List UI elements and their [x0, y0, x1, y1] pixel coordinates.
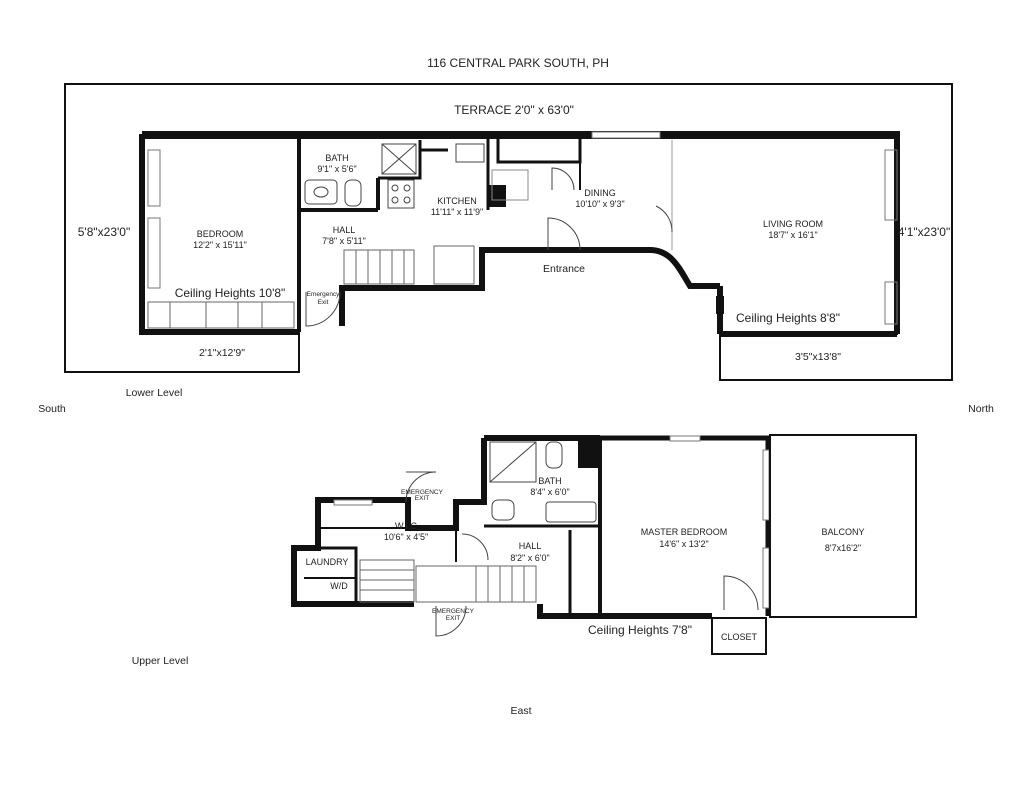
lower-stairs: [343, 245, 475, 285]
terrace-right-size: 4'1"x23'0": [898, 225, 950, 239]
upper-ceiling-height: Ceiling Heights 7'8": [588, 623, 692, 637]
wd-label: W/D: [330, 581, 348, 591]
upper-hall-name: HALL: [519, 541, 542, 551]
closet-label: CLOSET: [721, 632, 758, 642]
compass-east: East: [510, 705, 531, 717]
living-room-size: 18'7" x 16'1": [768, 230, 817, 240]
upper-emergency-exit-bottom-2: EXIT: [446, 615, 460, 622]
dining-name: DINING: [584, 188, 616, 198]
terrace-left-size: 5'8"x23'0": [78, 225, 130, 239]
lower-left-ceiling-height: Ceiling Heights 10'8": [175, 286, 286, 300]
plan-title: 116 CENTRAL PARK SOUTH, PH: [427, 56, 609, 70]
stove-icon: [387, 179, 415, 209]
dining-size: 10'10" x 9'3": [575, 199, 624, 209]
balcony-outline: [769, 434, 917, 618]
emergency-exit-door-upper-top: [405, 471, 437, 503]
shower-icon: [381, 143, 417, 175]
terrace-label: TERRACE 2'0" x 63'0": [454, 103, 574, 117]
balcony-name: BALCONY: [821, 527, 864, 537]
upper-emergency-exit-bottom-1: EMERGENCY: [432, 608, 475, 615]
toilet-icon: [545, 441, 563, 469]
terrace-bottom-left-size: 2'1"x12'9": [199, 347, 245, 359]
sink-icon: [304, 179, 338, 205]
lower-hall-name: HALL: [333, 225, 356, 235]
lower-level-label: Lower Level: [126, 387, 183, 399]
upper-hall-size: 8'2" x 6'0": [510, 553, 549, 563]
wic-name: W.I.C: [395, 521, 417, 531]
wic-size: 10'6" x 4'5": [384, 532, 428, 542]
upper-emergency-exit-top-2: EXIT: [415, 495, 429, 502]
compass-north: North: [968, 403, 994, 415]
closet-outline: [711, 617, 767, 655]
bedroom-size: 12'2" x 15'11": [193, 240, 247, 250]
upper-level-plan: [291, 434, 917, 655]
lower-bath-size: 9'1" x 5'6": [317, 164, 356, 174]
entrance-label: Entrance: [543, 263, 585, 275]
kitchen-name: KITCHEN: [437, 196, 477, 206]
lower-emergency-exit-label-2: Exit: [318, 299, 329, 306]
laundry-label: LAUNDRY: [306, 557, 349, 567]
toilet-icon: [344, 179, 362, 207]
emergency-exit-door-lower: [305, 291, 341, 327]
lower-emergency-exit-label-1: Emergency: [307, 291, 341, 298]
emergency-exit-door-upper-bottom: [435, 605, 467, 637]
sink-icon: [545, 501, 597, 523]
upper-bath-size: 8'4" x 6'0": [530, 487, 569, 497]
master-door: [723, 575, 759, 611]
terrace-bottom-right-size: 3'5"x13'8": [795, 351, 841, 363]
master-bedroom-name: MASTER BEDROOM: [641, 527, 728, 537]
compass-south: South: [38, 403, 66, 415]
lower-bath-name: BATH: [325, 153, 348, 163]
lower-hall-size: 7'8" x 5'11": [322, 236, 366, 246]
bedroom-name: BEDROOM: [197, 229, 244, 239]
upper-level-label: Upper Level: [132, 655, 189, 667]
kitchen-sink-icon: [455, 143, 485, 163]
living-room-name: LIVING ROOM: [763, 219, 823, 229]
master-bedroom-size: 14'6" x 13'2": [659, 539, 708, 549]
upper-stairs: [359, 559, 537, 603]
lower-level-plan: [64, 83, 953, 381]
kitchen-size: 11'11" x 11'9": [431, 207, 483, 217]
lower-right-ceiling-height: Ceiling Heights 8'8": [736, 311, 840, 325]
upper-bath-name: BATH: [538, 476, 561, 486]
entrance-door: [547, 217, 581, 251]
upper-emergency-exit-top-1: EMERGENCY: [401, 489, 444, 496]
balcony-size: 8'7x16'2": [825, 543, 861, 553]
